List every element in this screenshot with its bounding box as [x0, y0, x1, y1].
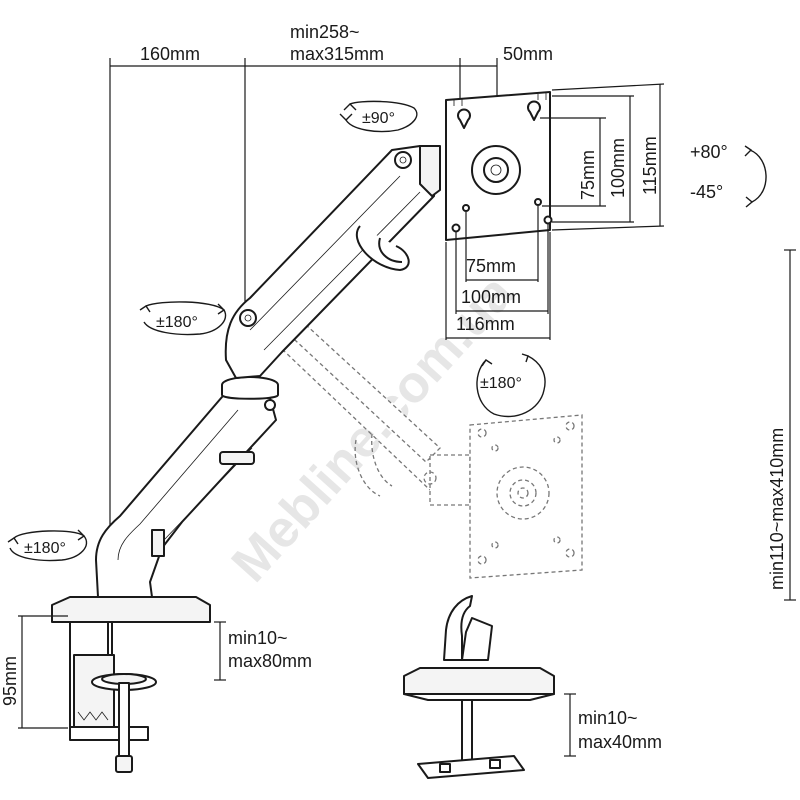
tilt-up-label: +80° — [690, 142, 728, 162]
ghost-arm-position — [250, 289, 583, 579]
vesa-h-mid-label: 100mm — [461, 287, 521, 307]
vesa-v-small-label: 75mm — [578, 150, 598, 200]
vesa-h-small-label: 75mm — [466, 256, 516, 276]
elbow-rotation-label: ±180° — [156, 314, 198, 331]
vesa-v-mid-label: 100mm — [608, 138, 628, 198]
rotate-arrow-icon — [9, 530, 88, 562]
grommet-mount — [403, 595, 555, 779]
screen-rotation-badge: ±180° — [476, 353, 546, 418]
rotate-arrow-icon — [143, 301, 227, 336]
arm-length-min-label: min258~ — [290, 22, 360, 42]
vesa-h-total-label: 116mm — [456, 314, 515, 334]
tilt-down-label: -45° — [690, 182, 723, 202]
arm-length-max-label: max315mm — [290, 44, 384, 64]
desk-clamp — [51, 596, 211, 773]
screen-rotation-label: ±180° — [480, 375, 522, 392]
clamp-range-min-label: min10~ — [228, 628, 288, 648]
elbow-rotation-badge: ±180° — [139, 301, 227, 336]
grommet-range-max-label: max40mm — [578, 732, 662, 752]
clamp-range-line — [214, 621, 226, 681]
vesa-horizontal-dimensions — [445, 206, 551, 340]
rotate-arrow-icon — [345, 100, 418, 133]
clamp-range-max-label: max80mm — [228, 651, 312, 671]
head-swivel-label: ±90° — [362, 110, 395, 127]
rotate-arrow-icon — [476, 355, 546, 418]
base-to-pivot-label: 160mm — [140, 44, 200, 64]
tilt-arrow-icon — [749, 149, 767, 203]
vesa-plate — [445, 91, 553, 241]
clamp-height-label: 95mm — [0, 656, 20, 706]
vesa-offset-label: 50mm — [503, 44, 553, 64]
upper-arm — [224, 145, 441, 379]
vesa-v-total-label: 115mm — [640, 136, 660, 195]
base-rotation-badge: ±180° — [7, 529, 88, 562]
vesa-vertical-dimensions — [540, 83, 665, 231]
head-swivel-badge: ±90° — [339, 100, 418, 133]
grommet-range-line — [564, 693, 576, 757]
clamp-height-line — [18, 615, 68, 729]
lower-arm — [95, 376, 279, 598]
base-rotation-label: ±180° — [24, 540, 66, 557]
height-range-line — [784, 249, 796, 601]
grommet-range-min-label: min10~ — [578, 708, 638, 728]
height-range-label: min110~max410mm — [767, 428, 787, 590]
